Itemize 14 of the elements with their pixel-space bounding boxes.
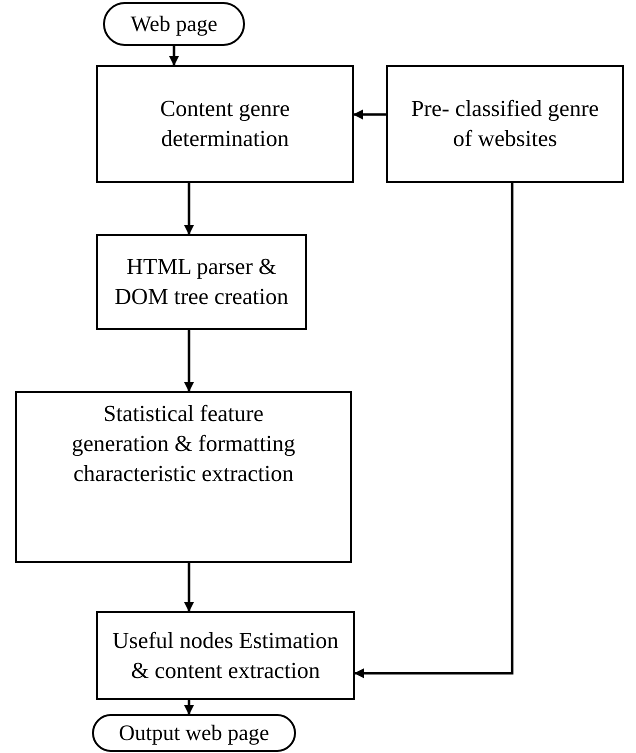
arrow xyxy=(184,183,194,235)
arrow xyxy=(169,46,179,66)
process-box: Statistical feature generation & formatting characteristic extraction xyxy=(15,391,352,563)
arrow xyxy=(184,330,194,392)
process-box: HTML parser & DOM tree creation xyxy=(96,234,307,330)
arrow xyxy=(354,183,514,678)
arrow xyxy=(353,110,386,120)
arrow xyxy=(184,563,194,612)
terminal-box: Output web page xyxy=(92,714,296,752)
process-box: Content genre determination xyxy=(96,65,354,183)
arrow xyxy=(184,700,194,715)
process-box: Useful nodes Estimation & content extraction xyxy=(96,611,355,700)
process-box: Pre- classified genre of websites xyxy=(386,65,624,183)
terminal-box: Web page xyxy=(103,2,245,46)
